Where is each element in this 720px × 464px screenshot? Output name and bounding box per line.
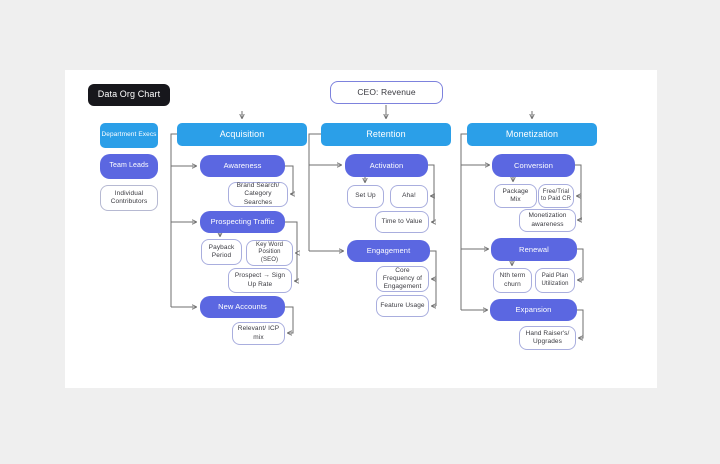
- node-relevant-icp-mix: Relevant/ ICP mix: [232, 322, 285, 345]
- node-expansion: Expansion: [490, 299, 577, 321]
- node-activation: Activation: [345, 154, 428, 177]
- node-awareness: Awareness: [200, 155, 285, 177]
- node-package-mix: Package Mix: [494, 184, 537, 208]
- node-nth-term-churn: Nth term churn: [493, 268, 532, 293]
- node-set-up: Set Up: [347, 185, 384, 208]
- node-brand-search-category-searches: Brand Search/ Category Searches: [228, 182, 288, 207]
- node-prospecting-traffic: Prospecting Traffic: [200, 211, 285, 233]
- node-hand-raisers-upgrades: Hand Raiser's/ Upgrades: [519, 326, 576, 350]
- node-aha: Aha!: [390, 185, 428, 208]
- legend-individual-contributors: Individual Contributors: [100, 185, 158, 211]
- column-header-retention: Retention: [321, 123, 451, 146]
- column-header-acquisition: Acquisition: [177, 123, 307, 146]
- legend-team-leads: Team Leads: [100, 154, 158, 179]
- node-time-to-value: Time to Value: [375, 211, 429, 233]
- node-prospect-sign-up-rate: Prospect → Sign Up Rate: [228, 268, 292, 293]
- node-payback-period: Payback Period: [201, 239, 242, 265]
- node-core-frequency-of-engagement: Core Frequency of Engagement: [376, 266, 429, 292]
- node-new-accounts: New Accounts: [200, 296, 285, 318]
- node-conversion: Conversion: [492, 154, 575, 177]
- node-renewal: Renewal: [491, 238, 577, 261]
- node-keyword-position-seo: Key Word Position (SEO): [246, 240, 293, 266]
- node-engagement: Engagement: [347, 240, 430, 262]
- diagram-title: Data Org Chart: [88, 84, 170, 106]
- root-node-ceo-revenue: CEO: Revenue: [330, 81, 443, 104]
- node-monetization-awareness: Monetization awareness: [519, 209, 576, 232]
- node-feature-usage: Feature Usage: [376, 295, 429, 317]
- node-paid-plan-utilization: Paid Plan Utilization: [535, 268, 575, 293]
- column-header-monetization: Monetization: [467, 123, 597, 146]
- node-free-trial-to-paid-cr: Free/Trial to Paid CR: [538, 184, 574, 208]
- legend-department-execs: Department Execs: [100, 123, 158, 148]
